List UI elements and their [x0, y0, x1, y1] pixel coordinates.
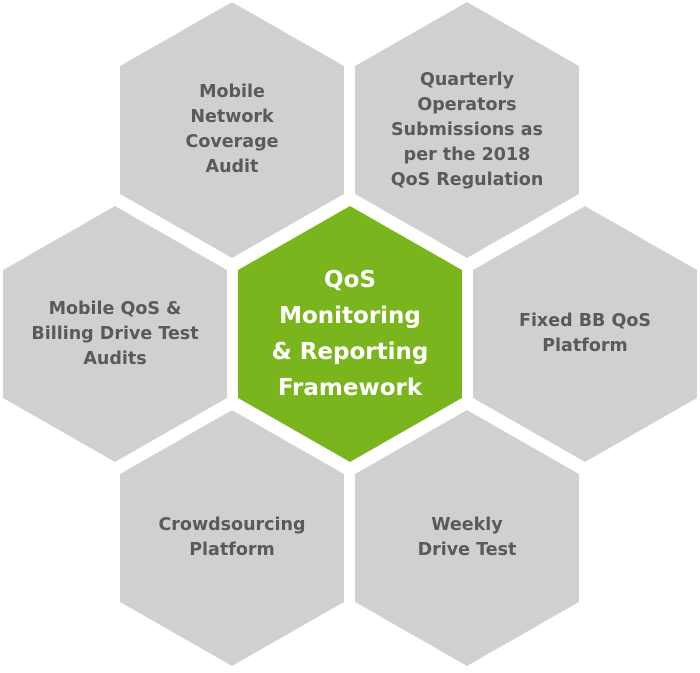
hex-crowdsourcing-platform — [120, 410, 344, 666]
label-mobile-qos-billing-drive-test: Mobile QoS & Billing Drive Test Audits — [31, 298, 199, 369]
label-mobile-network-coverage-audit: Mobile Network Coverage Audit — [185, 82, 279, 177]
label-weekly-drive-test: Weekly Drive Test — [417, 515, 517, 560]
hex-mobile-qos-billing-drive-test — [3, 206, 227, 462]
hex-weekly-drive-test — [355, 410, 579, 666]
hex-mobile-network-coverage-audit — [120, 2, 344, 258]
label-fixed-bb-qos-platform: Fixed BB QoS Platform — [518, 311, 651, 356]
hex-qos-framework-center — [238, 206, 462, 462]
label-crowdsourcing-platform: Crowdsourcing Platform — [158, 515, 306, 560]
label-quarterly-operators-submissions: Quarterly Operators Submissions as per t… — [390, 69, 544, 190]
hex-fixed-bb-qos-platform — [473, 206, 697, 462]
label-qos-framework-center: QoS Monitoring & Reporting Framework — [271, 267, 429, 401]
hex-quarterly-operators-submissions — [355, 2, 579, 258]
